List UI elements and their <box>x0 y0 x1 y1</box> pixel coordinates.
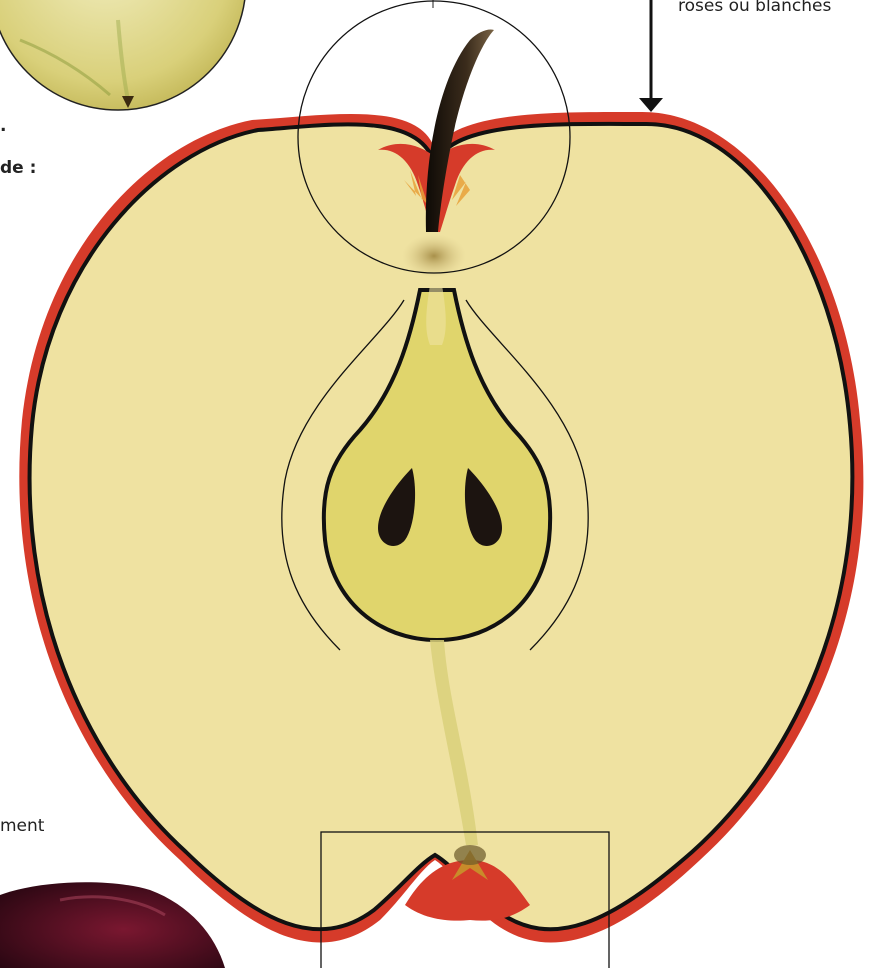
label-fragment-dot: . <box>0 118 6 135</box>
label-roses-ou-blanches: roses ou blanches <box>678 0 831 15</box>
label-fragment-de: de : <box>0 160 36 177</box>
label-fragment-ment: ment <box>0 818 44 835</box>
photo-inset-top-left <box>0 0 246 110</box>
photo-red-apple <box>0 882 225 968</box>
arrow-down-icon <box>639 0 663 112</box>
